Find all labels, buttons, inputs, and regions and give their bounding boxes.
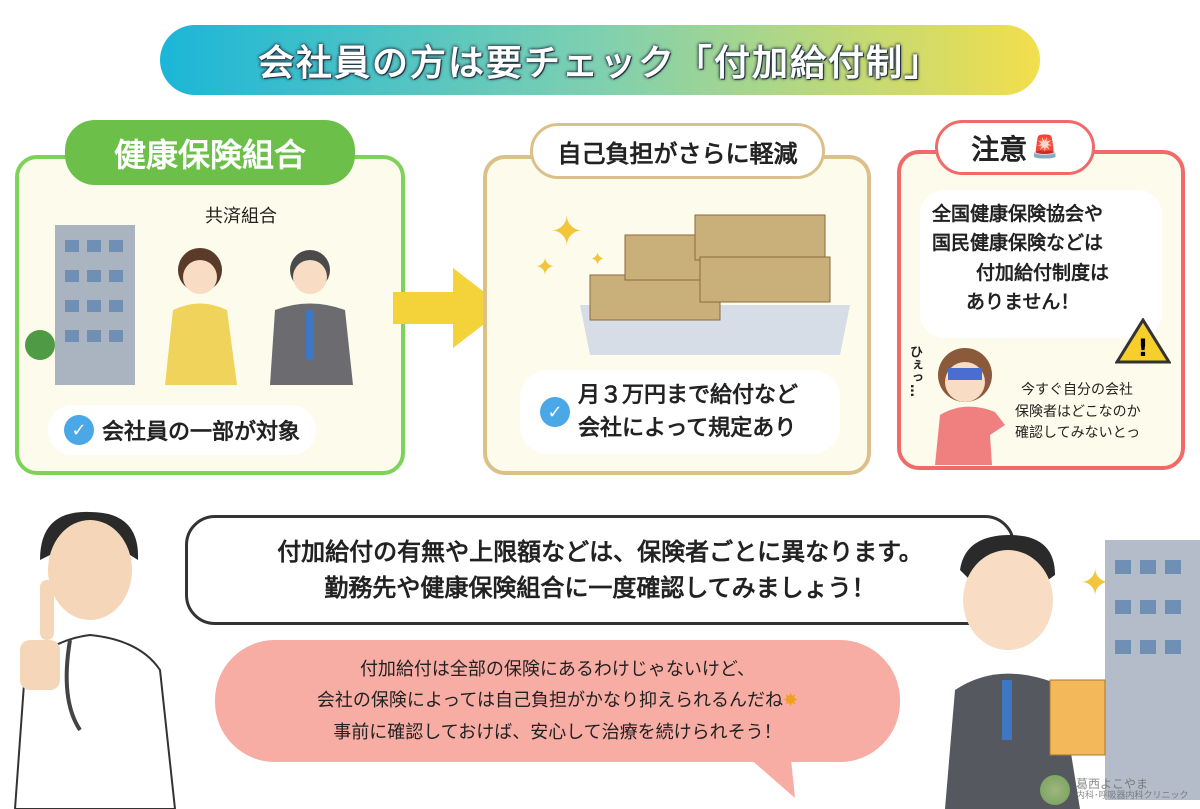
warning-icon: ! [1115,318,1171,364]
patient-bubble-line: 会社の保険によっては自己負担がかなり抑えられるんだね✸ [317,685,798,717]
doctor-bubble-line: 付加給付の有無や上限額などは、保険者ごとに異なります。 [277,538,923,566]
eligibility-chip: ✓ 会社員の一部が対象 [48,405,317,455]
thought-text: 今すぐ自分の会社 保険者はどこなのか 確認してみないとっ [1015,380,1141,445]
check-icon: ✓ [64,415,94,445]
money-stack-illustration: ✦✦✦ [535,209,850,355]
svg-text:!: ! [1138,334,1149,362]
worried-woman-illustration [935,348,1005,465]
benefit-line: 月３万円まで給付など [578,383,799,408]
patient-speech-bubble: 付加給付は全部の保険にあるわけじゃないけど、 会社の保険によっては自己負担がかな… [215,640,900,762]
caution-title: 注意 [971,132,1028,166]
cost-reduction-header: 自己負担がさらに軽減 [530,123,825,179]
page-title: 会社員の方は要チェック「付加給付制」 [160,25,1040,95]
office-workers-illustration [25,225,353,385]
caution-note: 全国健康保険協会や 国民健康保険などは 付加給付制度は ありません！ [920,190,1162,338]
bubble-tail [740,750,795,798]
thought-line: 今すぐ自分の会社 [1021,382,1133,398]
mutual-aid-label: 共済組合 [205,206,277,227]
patient-bubble-line: 付加給付は全部の保険にあるわけじゃないけど、 [359,658,756,680]
doctor-bubble-line: 勤務先や健康保険組合に一度確認してみましょう！ [324,574,876,602]
doctor-illustration [13,511,177,809]
health-insurance-header: 健康保険組合 [65,120,355,185]
caution-header: 注意 🚨 [935,120,1095,175]
thought-line: 確認してみないとっ [1015,425,1141,442]
benefit-chip: ✓ 月３万円まで給付など 会社によって規定あり [520,370,840,454]
siren-icon: 🚨 [1031,135,1059,160]
sparkle-icon: ✸ [783,690,799,712]
svg-text:✦: ✦ [590,249,605,270]
patient-bubble-line: 事前に確認しておけば、安心して治療を続けられそう！ [333,721,782,743]
svg-text:✦: ✦ [550,209,584,255]
happy-man-illustration: ✦ [945,535,1200,809]
doctor-speech-bubble: 付加給付の有無や上限額などは、保険者ごとに異なります。 勤務先や健康保険組合に一… [185,515,1015,625]
svg-text:✦: ✦ [1080,563,1110,604]
patient-bubble-text: 会社の保険によっては自己負担がかなり抑えられるんだね [316,690,784,712]
note-line: 全国健康保険協会や [932,203,1104,225]
eligibility-text: 会社員の一部が対象 [102,420,301,445]
clinic-subtitle: 内科･呼吸器内科クリニック [1076,790,1189,801]
note-line: 国民健康保険などは [932,232,1104,255]
clinic-name: 葛西よこやま [1076,777,1149,792]
exclaim-text: ひぇっ… [907,345,922,397]
arrow-right-icon [393,268,505,348]
tree-logo-icon [1040,775,1070,805]
note-line: 付加給付制度は [976,261,1110,284]
note-line: ありません！ [966,291,1080,314]
thought-line: 保険者はどこなのか [1015,403,1141,420]
benefit-line: 会社によって規定あり [578,416,797,441]
svg-text:✦: ✦ [535,253,555,281]
clinic-logo: 葛西よこやま 内科･呼吸器内科クリニック [1040,775,1189,805]
check-icon: ✓ [540,397,570,427]
